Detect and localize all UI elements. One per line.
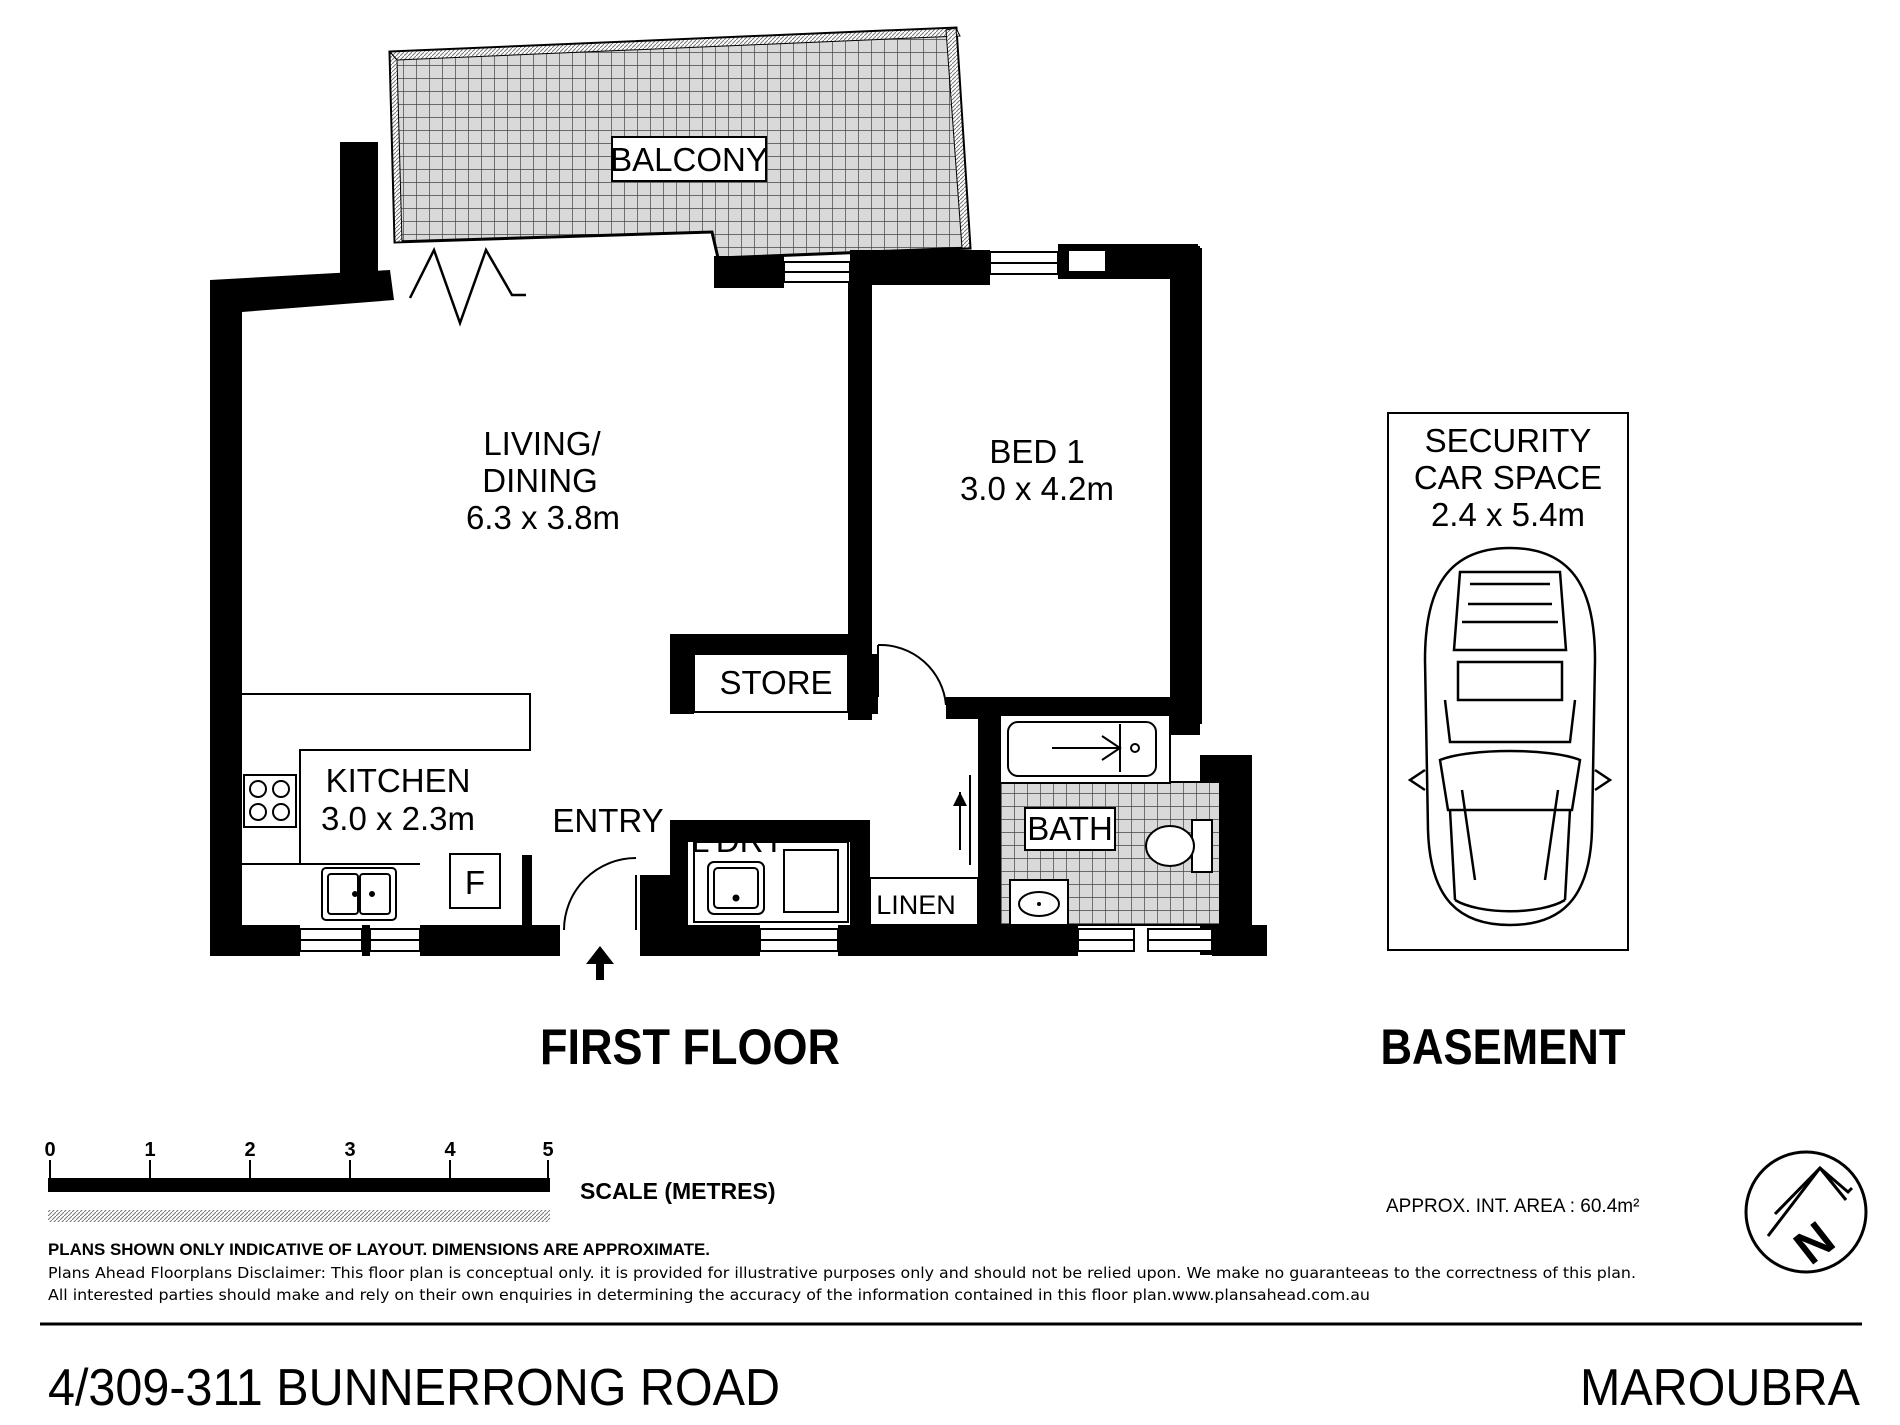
disclaimer-line-3: All interested parties should make and r… xyxy=(48,1286,1370,1304)
living-label: LIVING/ xyxy=(483,425,601,462)
bifold-door xyxy=(408,246,526,327)
windows xyxy=(299,249,1213,952)
disclaimer-line-1: PLANS SHOWN ONLY INDICATIVE OF LAYOUT. D… xyxy=(48,1241,710,1259)
linen-label: LINEN xyxy=(876,890,956,920)
dining-label: DINING xyxy=(482,462,598,499)
entry-label: ENTRY xyxy=(552,802,663,839)
car-space-dimensions: 2.4 x 5.4m xyxy=(1431,496,1585,533)
store-label: STORE xyxy=(719,664,832,701)
address: 4/309-311 BUNNERRONG ROAD xyxy=(48,1359,780,1417)
scale-tick-1: 1 xyxy=(144,1139,155,1161)
scale-tick-4: 4 xyxy=(444,1139,456,1161)
car-space: SECURITY CAR SPACE 2.4 x 5.4m xyxy=(1387,412,1629,951)
disclaimer-line-2: Plans Ahead Floorplans Disclaimer: This … xyxy=(48,1264,1636,1282)
entry-door xyxy=(563,857,637,931)
bed-label: BED 1 xyxy=(989,433,1084,470)
scale-label: SCALE (METRES) xyxy=(580,1178,776,1204)
store-room xyxy=(693,653,849,713)
scale-tick-0: 0 xyxy=(44,1139,55,1161)
basement-heading: BASEMENT xyxy=(1381,1019,1626,1075)
compass-icon: N xyxy=(1744,1150,1868,1275)
laundry-fixtures xyxy=(693,841,849,923)
laundry-label: L'DRY xyxy=(691,822,785,859)
kitchen-bench xyxy=(242,693,531,921)
scale-tick-2: 2 xyxy=(244,1139,255,1161)
balcony-pillar xyxy=(340,142,378,282)
scale-tick-5: 5 xyxy=(542,1139,553,1161)
exterior-walls xyxy=(210,244,1267,956)
balcony-label: BALCONY xyxy=(610,141,768,178)
kitchen-dimensions: 3.0 x 2.3m xyxy=(321,800,475,837)
balcony-area: BALCONY xyxy=(388,26,972,260)
scale-bar: 0 1 2 3 4 5 SCALE (METRES) xyxy=(44,1139,776,1222)
bed-door xyxy=(877,643,947,706)
bath-label: BATH xyxy=(1027,810,1113,847)
linen-cupboard xyxy=(869,877,979,926)
first-floor-heading: FIRST FLOOR xyxy=(540,1019,840,1075)
suburb: MAROUBRA xyxy=(1580,1359,1860,1417)
car-space-label-2: CAR SPACE xyxy=(1414,459,1602,496)
bathroom xyxy=(953,714,1221,926)
bed-dimensions: 3.0 x 4.2m xyxy=(960,470,1114,507)
car-space-label-1: SECURITY xyxy=(1425,422,1592,459)
fridge-label: F xyxy=(465,864,485,901)
entry-arrow-icon xyxy=(586,946,614,980)
car-icon xyxy=(1407,546,1613,927)
kitchen-label: KITCHEN xyxy=(326,762,471,799)
area-label: APPROX. INT. AREA : 60.4m² xyxy=(1386,1196,1639,1217)
living-dimensions: 6.3 x 3.8m xyxy=(466,499,620,536)
scale-tick-3: 3 xyxy=(344,1139,355,1161)
